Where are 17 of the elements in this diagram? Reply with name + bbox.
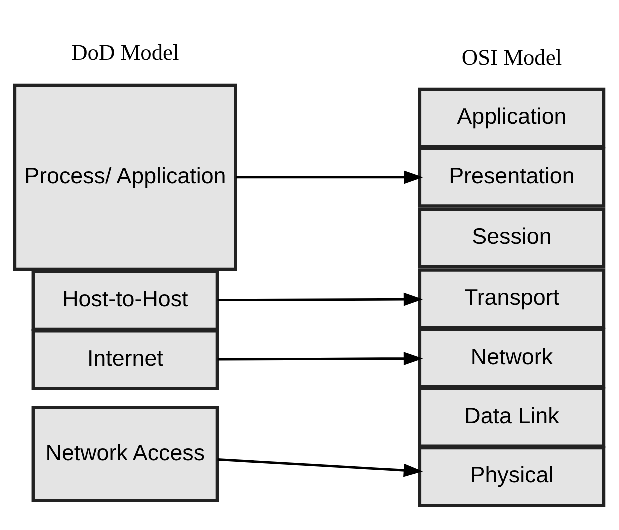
node-box: Internet bbox=[32, 329, 220, 390]
node-box: Presentation bbox=[418, 146, 606, 208]
node-box: Session bbox=[418, 207, 606, 268]
node-box: Process/ Application bbox=[13, 83, 238, 271]
node-box: Network bbox=[418, 327, 606, 388]
arrow bbox=[236, 170, 424, 184]
arrow bbox=[218, 458, 424, 477]
arrow bbox=[218, 352, 424, 365]
label: DoD Model bbox=[72, 40, 180, 65]
node-box: Network Access bbox=[32, 406, 220, 502]
node-box: Transport bbox=[418, 268, 606, 330]
node-box: Data Link bbox=[418, 386, 606, 448]
node-box: Physical bbox=[418, 446, 606, 507]
node-box: Host-to-Host bbox=[32, 270, 220, 331]
label: OSI Model bbox=[462, 44, 562, 70]
node-box: Application bbox=[418, 87, 606, 148]
arrow bbox=[218, 292, 424, 306]
